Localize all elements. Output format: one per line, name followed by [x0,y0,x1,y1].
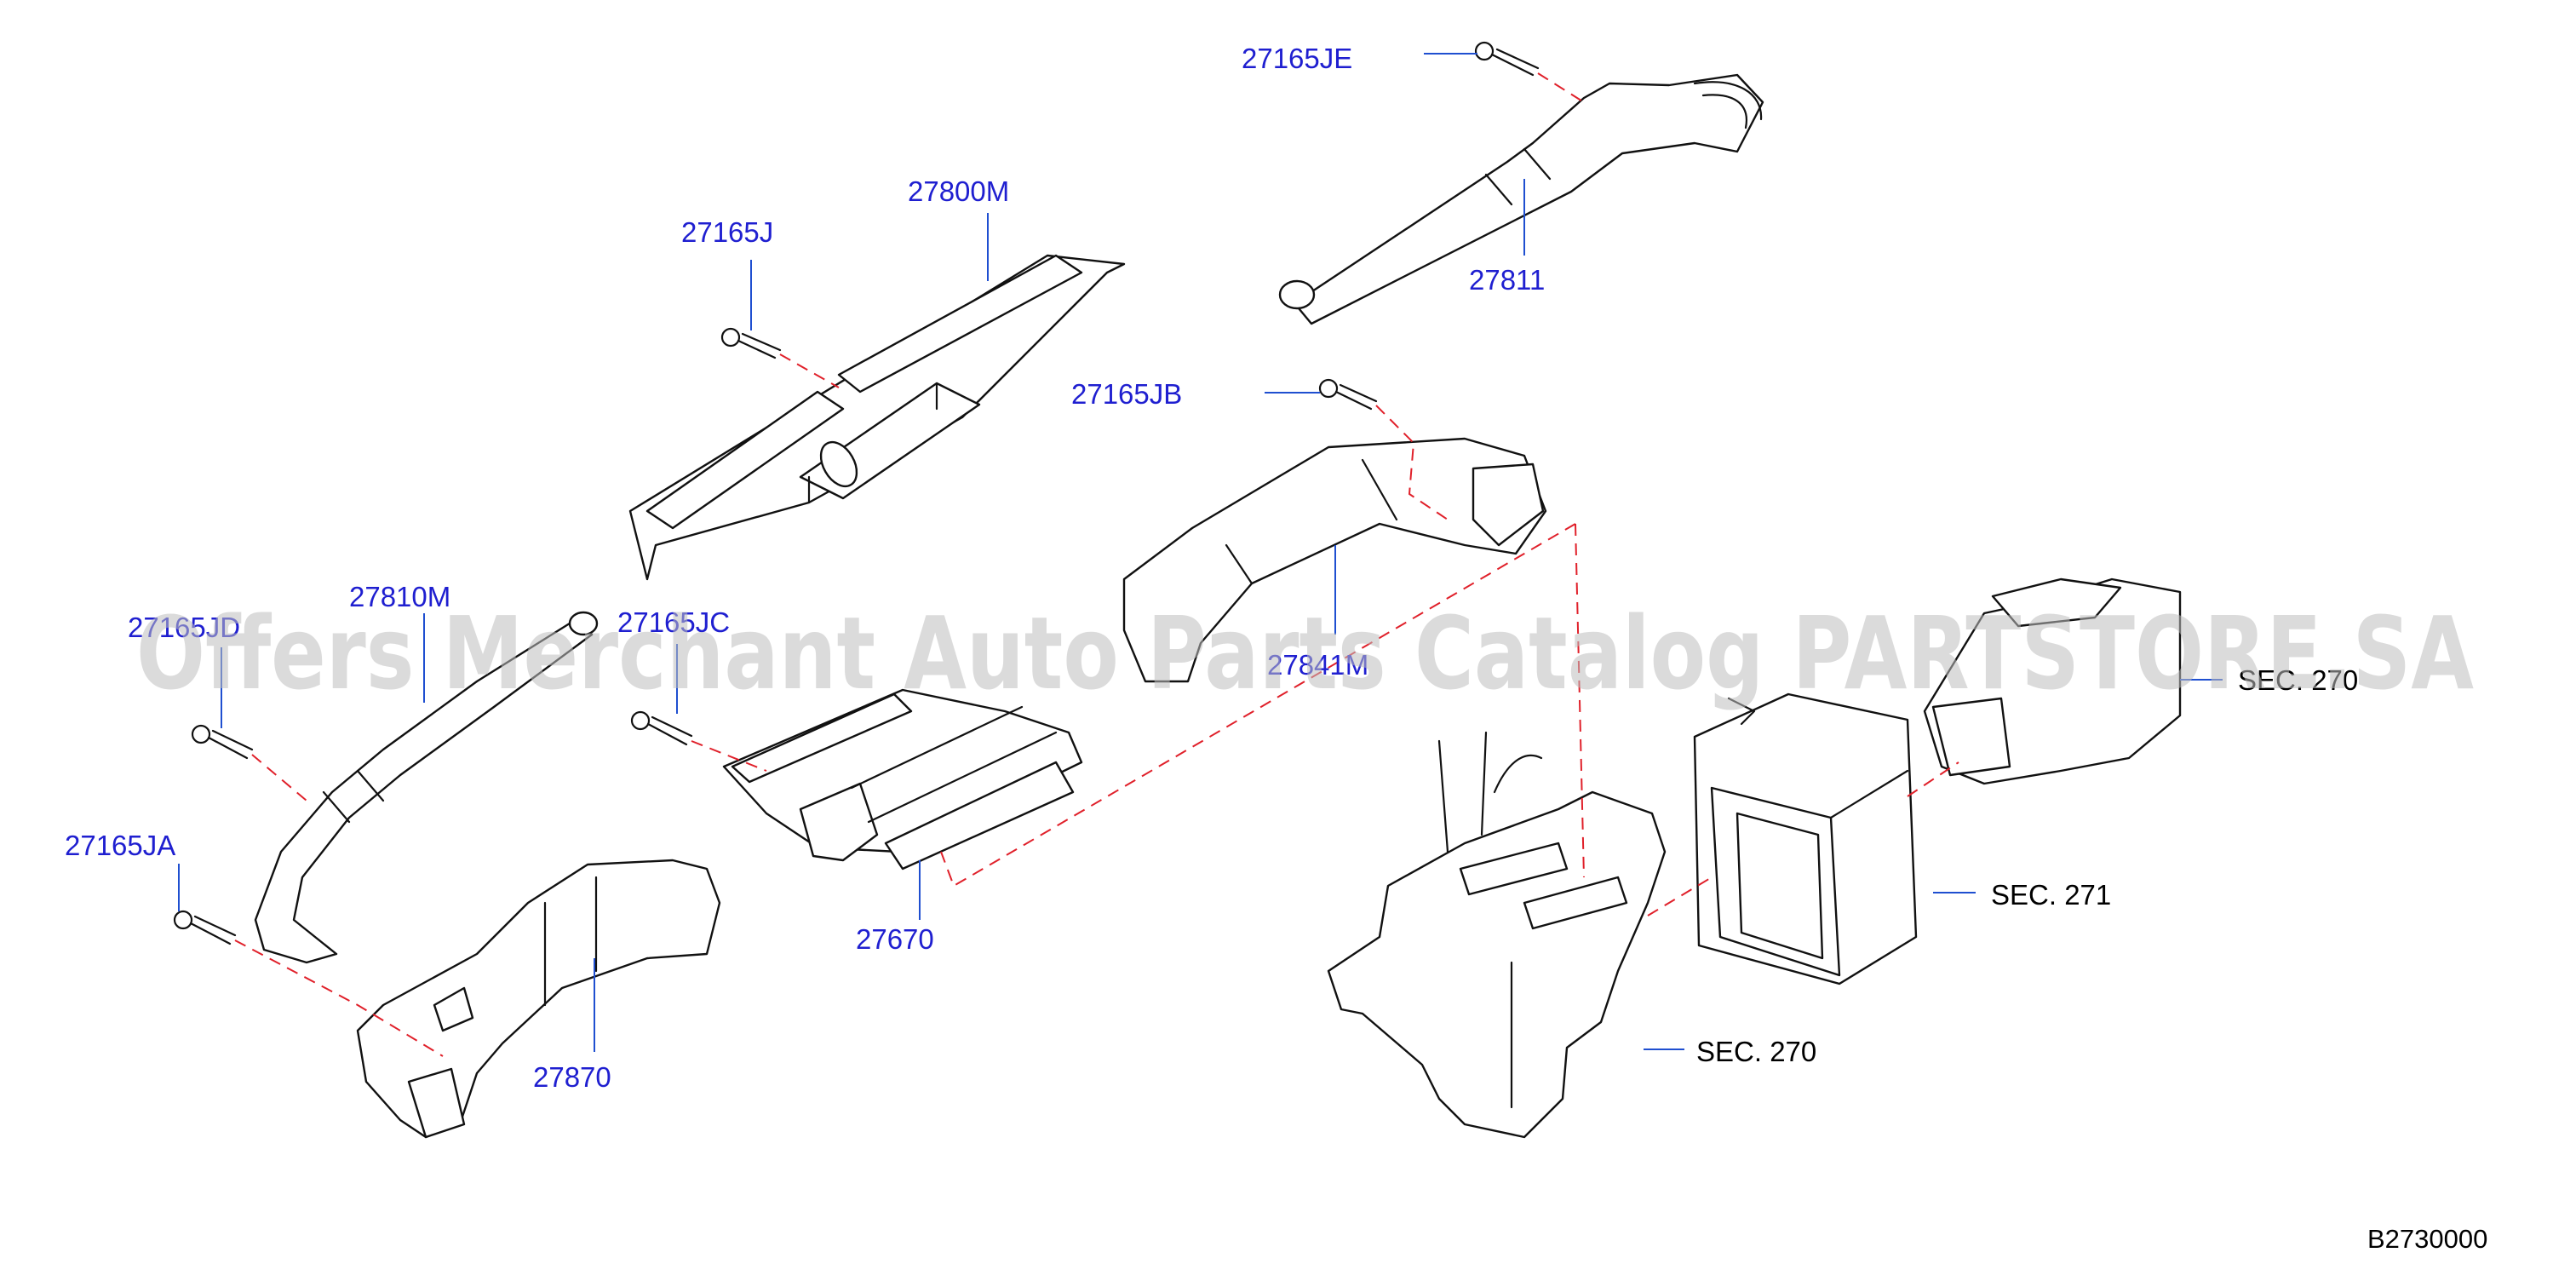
bolt-27165J[interactable] [720,327,782,359]
part-blower-outlet [1923,577,2182,785]
label-27841M[interactable]: 27841M [1267,649,1368,681]
bolt-27165JC[interactable] [630,710,693,746]
label-sec-270-right[interactable]: SEC. 270 [2238,664,2358,696]
bolt-27165JB[interactable] [1318,378,1378,411]
label-27870[interactable]: 27870 [533,1061,611,1093]
label-27811[interactable]: 27811 [1469,264,1545,296]
label-27165JC[interactable]: 27165JC [617,606,730,638]
bolt-27165JD[interactable] [191,724,254,760]
part-27810M-tube[interactable] [254,611,599,964]
label-27810M[interactable]: 27810M [349,581,450,612]
label-27670[interactable]: 27670 [856,923,934,955]
label-27165JB[interactable]: 27165JB [1071,378,1182,410]
part-27811-duct[interactable] [1278,73,1764,325]
leader-lines [178,53,2223,1052]
bolt-27165JA[interactable] [173,910,237,945]
assembly-lines [234,72,1959,1057]
label-27165JD[interactable]: 27165JD [128,612,240,643]
diagram-code: B2730000 [2367,1224,2487,1254]
part-27870-duct[interactable] [356,859,721,1139]
label-27165J[interactable]: 27165J [681,216,773,248]
label-27800M[interactable]: 27800M [908,175,1009,207]
label-27165JA[interactable]: 27165JA [65,830,175,861]
label-27165JE[interactable]: 27165JE [1242,43,1352,74]
part-heater-core-box [1693,692,1918,985]
part-27841M-duct[interactable] [1122,437,1547,683]
part-27800M-panel[interactable] [628,254,1126,581]
part-heater-unit [1327,731,1667,1139]
watermark: Offers Merchant Auto Parts Catalog PARTS… [136,595,2474,712]
label-sec-271[interactable]: SEC. 271 [1991,879,2111,911]
bolt-27165JE[interactable] [1474,41,1540,77]
label-sec-270-bottom[interactable]: SEC. 270 [1696,1036,1816,1067]
part-27670-vent[interactable] [722,688,1083,870]
